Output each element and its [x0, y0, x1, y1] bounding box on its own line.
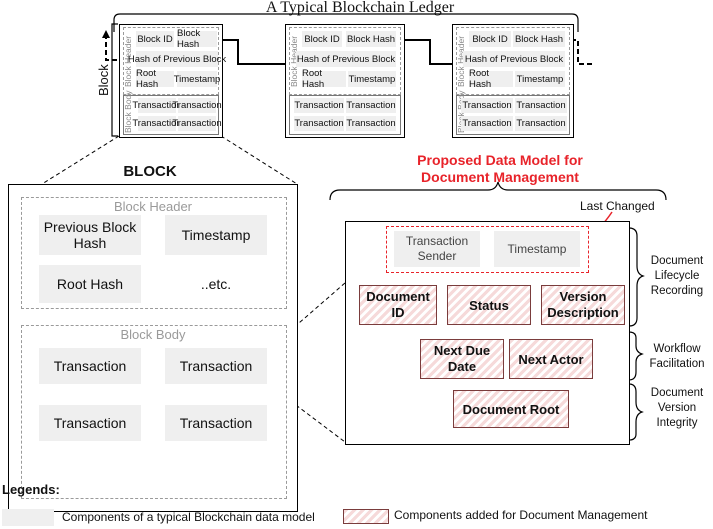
transaction-sender-cell: Transaction Sender	[394, 231, 480, 267]
transaction-cell: Transaction	[132, 98, 182, 113]
block-id-cell: Block ID	[469, 31, 511, 47]
block-body-region	[21, 325, 287, 499]
block-side-label: Block	[96, 64, 111, 96]
chain-arrow-outgoing	[105, 36, 125, 61]
legend-added-label: Components added for Document Management	[394, 508, 648, 522]
last-changed-group	[386, 226, 589, 273]
transaction-cell: Transaction	[461, 98, 513, 113]
timestamp-cell: Timestamp	[494, 231, 580, 267]
transaction-cell: Transaction	[172, 116, 222, 131]
ledger-block-2: Block Header Block ID Block Hash Hash of…	[285, 24, 405, 138]
transaction-cell: Transaction	[39, 405, 141, 441]
etc-cell: ..etc.	[200, 276, 232, 292]
proposed-brace	[329, 181, 667, 201]
chain-arrow-2	[403, 39, 452, 65]
legend-hatch-swatch	[343, 509, 389, 524]
lifecycle-recording-label: Document Lifecycle Recording	[650, 254, 704, 297]
legend-typical-label: Components of a typical Blockchain data …	[62, 510, 315, 524]
block-detail-box: Block Header Previous Block Hash Timesta…	[8, 184, 298, 512]
root-hash-cell: Root Hash	[39, 265, 141, 303]
transaction-cell: Transaction	[461, 116, 513, 131]
ledger-block-1: Block Header Block ID Block Hash Hash of…	[119, 24, 226, 138]
block-header-area	[289, 27, 401, 95]
prev-hash-cell: Hash of Previous Block	[128, 51, 226, 67]
block-hash-cell: Block Hash	[177, 28, 217, 50]
version-integrity-label: Document Version Integrity	[650, 386, 704, 429]
proposed-title-line1: Proposed Data Model for	[417, 152, 583, 168]
block-bracket	[111, 23, 118, 137]
transaction-cell: Transaction	[39, 348, 141, 384]
next-actor-cell: Next Actor	[509, 339, 593, 379]
last-changed-label: Last Changed	[580, 199, 655, 213]
chain-arrow-1	[222, 39, 285, 65]
ledger-title: A Typical Blockchain Ledger	[265, 0, 455, 16]
block-header-region	[21, 197, 287, 309]
transaction-cell: Transaction	[515, 116, 567, 131]
proposed-model-box: Transaction Sender Timestamp Document ID…	[345, 221, 630, 445]
legend-gray-swatch	[2, 509, 54, 526]
timestamp-cell: Timestamp	[174, 71, 220, 87]
previous-block-hash-cell: Previous Block Hash	[39, 215, 141, 255]
block-body-label: Block Body	[120, 327, 186, 342]
timestamp-cell: Timestamp	[348, 71, 396, 87]
transaction-cell: Transaction	[132, 116, 182, 131]
prev-hash-cell: Hash of Previous Block	[296, 51, 396, 67]
block-detail-title: BLOCK	[123, 163, 177, 180]
ledger-block-3: Block Header Block ID Block Hash Hash of…	[452, 24, 574, 138]
status-cell: Status	[447, 285, 531, 325]
block-body-area	[123, 95, 219, 135]
ledger-bracket	[113, 13, 579, 32]
block-hash-cell: Block Hash	[346, 31, 396, 47]
version-description-cell: Version Description	[541, 285, 625, 325]
root-hash-cell: Root Hash	[302, 68, 346, 90]
block-header-area	[123, 27, 219, 95]
transaction-cell: Transaction	[346, 98, 396, 113]
next-due-date-cell: Next Due Date	[420, 339, 504, 379]
root-hash-cell: Root Hash	[469, 68, 513, 90]
document-root-cell: Document Root	[453, 390, 569, 428]
transaction-cell: Transaction	[165, 348, 267, 384]
transaction-cell: Transaction	[515, 98, 567, 113]
timestamp-cell: Timestamp	[165, 215, 267, 255]
block-id-cell: Block ID	[302, 31, 342, 47]
transaction-cell: Transaction	[294, 98, 344, 113]
transaction-cell: Transaction	[346, 116, 396, 131]
proposed-title: Proposed Data Model for Document Managem…	[370, 152, 630, 186]
proposed-title-line2: Document Management	[421, 169, 579, 185]
chain-arrow-incoming	[572, 39, 592, 65]
root-hash-cell: Root Hash	[136, 68, 174, 90]
transaction-cell: Transaction	[294, 116, 344, 131]
block-id-cell: Block ID	[136, 31, 174, 47]
transaction-cell: Transaction	[165, 405, 267, 441]
block-hash-cell: Block Hash	[513, 31, 565, 47]
workflow-facilitation-label: Workflow Facilitation	[649, 343, 705, 370]
timestamp-cell: Timestamp	[515, 71, 565, 87]
block-header-area	[456, 27, 570, 95]
block-header-label: Block Header	[113, 199, 193, 214]
prev-hash-cell: Hash of Previous Block	[463, 51, 565, 67]
block-body-area	[289, 95, 401, 135]
document-id-cell: Document ID	[359, 285, 437, 325]
block-body-area	[456, 95, 570, 135]
transaction-cell: Transaction	[172, 98, 222, 113]
legend-title: Legends:	[2, 482, 60, 497]
